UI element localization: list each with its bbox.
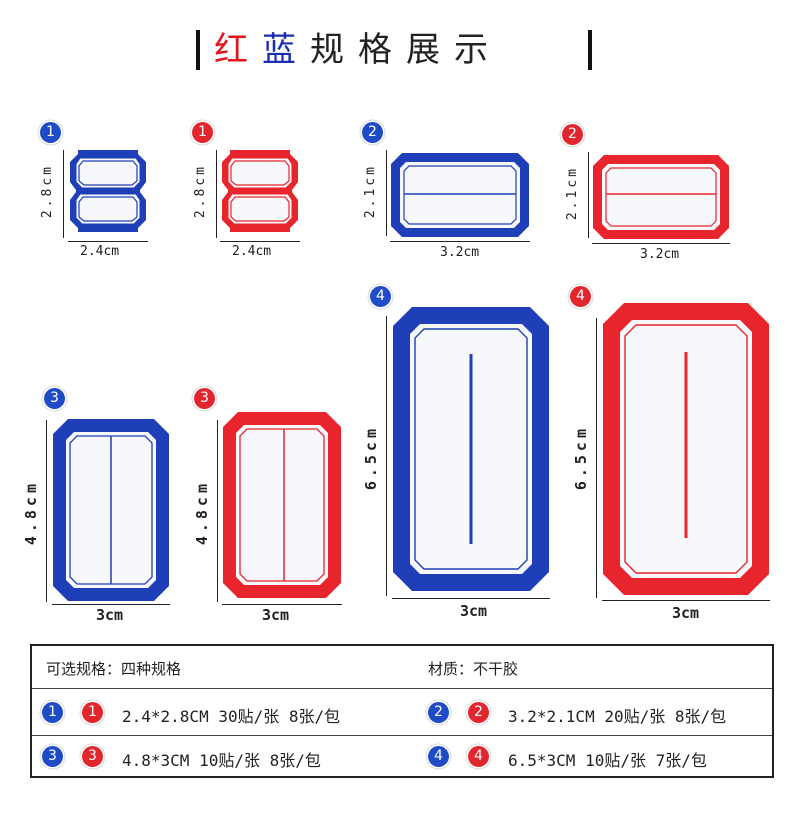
width-dim-text: 3.2cm <box>640 247 680 262</box>
spec-badge-red: 1 <box>82 702 103 723</box>
width-dim-line <box>390 241 530 242</box>
width-dim-text: 3cm <box>460 602 488 620</box>
width-dim-text: 3cm <box>262 606 290 624</box>
height-dim-text: 6.5cm <box>572 425 590 491</box>
height-dim-line <box>46 420 47 602</box>
page-title: 红蓝规格展示 <box>0 18 790 74</box>
title-red-word: 红 <box>214 30 262 70</box>
label-2-red <box>593 155 729 239</box>
height-dim-text: 2.1cm <box>363 164 378 219</box>
spec-badge-blue: 4 <box>428 746 449 767</box>
width-dim-line <box>602 600 770 601</box>
badge-3-red: 3 <box>194 388 215 409</box>
spec-text: 6.5*3CM 10贴/张 7张/包 <box>508 751 707 770</box>
width-dim-line <box>68 241 148 242</box>
badge-1-blue: 1 <box>40 122 61 143</box>
height-dim-line <box>216 150 217 238</box>
table-divider <box>32 688 772 689</box>
height-dim-line <box>386 150 387 236</box>
title-text: 红蓝规格展示 <box>214 30 502 70</box>
title-right-bar <box>588 30 592 70</box>
height-dim-text: 2.8cm <box>40 164 55 219</box>
width-dim-line <box>52 604 170 605</box>
table-divider <box>32 735 772 736</box>
title-blue-word: 蓝 <box>262 30 310 70</box>
label-3-red <box>223 412 341 598</box>
spec-text: 2.4*2.8CM 30贴/张 8张/包 <box>122 707 341 726</box>
spec-badge-blue: 2 <box>428 702 449 723</box>
spec-text: 3.2*2.1CM 20贴/张 8张/包 <box>508 707 727 726</box>
height-dim-text: 6.5cm <box>362 425 380 491</box>
badge-4-blue: 4 <box>370 286 391 307</box>
spec-badge-red: 2 <box>468 702 489 723</box>
label-3-blue <box>53 419 169 601</box>
height-dim-line <box>63 150 64 238</box>
height-dim-line <box>588 152 589 238</box>
spec-text: 4.8*3CM 10贴/张 8张/包 <box>122 751 321 770</box>
height-dim-text: 2.8cm <box>193 164 208 219</box>
title-rest: 规格展示 <box>310 30 502 70</box>
spec-header-right: 材质：不干胶 <box>428 660 519 678</box>
spec-badge-blue: 1 <box>42 702 63 723</box>
spec-badge-red: 3 <box>82 746 103 767</box>
height-dim-line <box>386 316 387 596</box>
width-dim-line <box>220 241 300 242</box>
title-left-bar <box>196 30 200 70</box>
badge-2-blue: 2 <box>362 122 383 143</box>
width-dim-text: 2.4cm <box>80 244 120 259</box>
width-dim-line <box>392 598 550 599</box>
height-dim-text: 4.8cm <box>22 480 40 546</box>
width-dim-line <box>592 243 730 244</box>
spec-table: 可选规格：四种规格 材质：不干胶 1 1 2.4*2.8CM 30贴/张 8张/… <box>30 644 774 778</box>
width-dim-text: 3.2cm <box>440 245 480 260</box>
spec-badge-red: 4 <box>468 746 489 767</box>
width-dim-text: 3cm <box>672 604 700 622</box>
label-1-blue <box>70 150 146 232</box>
badge-3-blue: 3 <box>44 388 65 409</box>
height-dim-text: 2.1cm <box>565 166 580 221</box>
height-dim-line <box>596 318 597 598</box>
spec-header-left: 可选规格：四种规格 <box>46 660 182 678</box>
width-dim-text: 2.4cm <box>232 244 272 259</box>
label-1-red <box>222 150 298 232</box>
label-4-blue <box>393 307 549 591</box>
badge-2-red: 2 <box>562 124 583 145</box>
height-dim-line <box>217 420 218 602</box>
label-2-blue <box>391 153 529 237</box>
badge-1-red: 1 <box>192 122 213 143</box>
label-4-red <box>603 303 769 595</box>
width-dim-line <box>222 604 342 605</box>
width-dim-text: 3cm <box>96 606 124 624</box>
spec-badge-blue: 3 <box>42 746 63 767</box>
height-dim-text: 4.8cm <box>193 480 211 546</box>
badge-4-red: 4 <box>570 286 591 307</box>
